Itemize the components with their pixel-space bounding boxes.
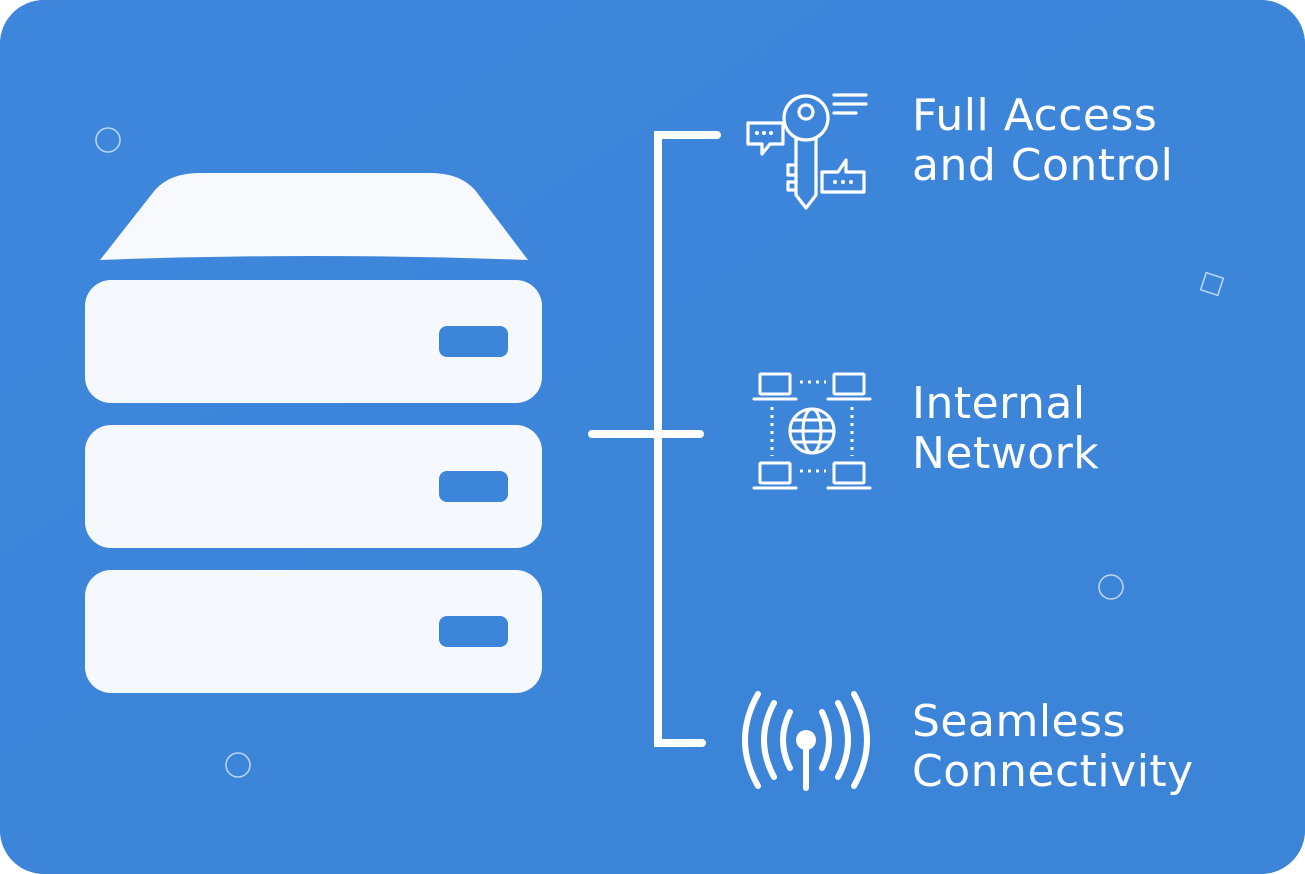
feature-label-line: Connectivity (912, 746, 1194, 797)
broadcast-antenna-icon (742, 691, 870, 791)
network-dotted-links (770, 380, 854, 473)
server-drive-slot (439, 471, 508, 502)
server-unit-1 (85, 280, 542, 403)
decor-circle-bottom-left (225, 752, 251, 778)
server-unit-3 (85, 570, 542, 693)
feature-label-access: Full Access and Control (912, 91, 1173, 191)
connector-bracket (588, 131, 721, 747)
server-unit-2 (85, 425, 542, 548)
connector-spine (654, 131, 721, 747)
feature-label-line: Full Access (912, 90, 1158, 141)
decor-square (1199, 271, 1225, 297)
network-globe-icon (752, 372, 872, 490)
server-stack-icon (85, 173, 542, 693)
key-chat-icon-dots (755, 131, 853, 184)
decor-circle-top-left (95, 127, 121, 153)
feature-label-line: and Control (912, 140, 1174, 191)
feature-label-line: Network (912, 428, 1100, 479)
key-chat-icon (746, 93, 868, 210)
feature-label-connectivity: Seamless Connectivity (912, 697, 1194, 797)
feature-label-line: Seamless (912, 696, 1126, 747)
server-top-cover (100, 173, 528, 260)
antenna-head (796, 730, 816, 750)
feature-label-network: Internal Network (912, 379, 1099, 479)
decor-circle-right (1098, 574, 1124, 600)
server-drive-slot (439, 616, 508, 647)
server-drive-slot (439, 326, 508, 357)
feature-label-line: Internal (912, 378, 1086, 429)
